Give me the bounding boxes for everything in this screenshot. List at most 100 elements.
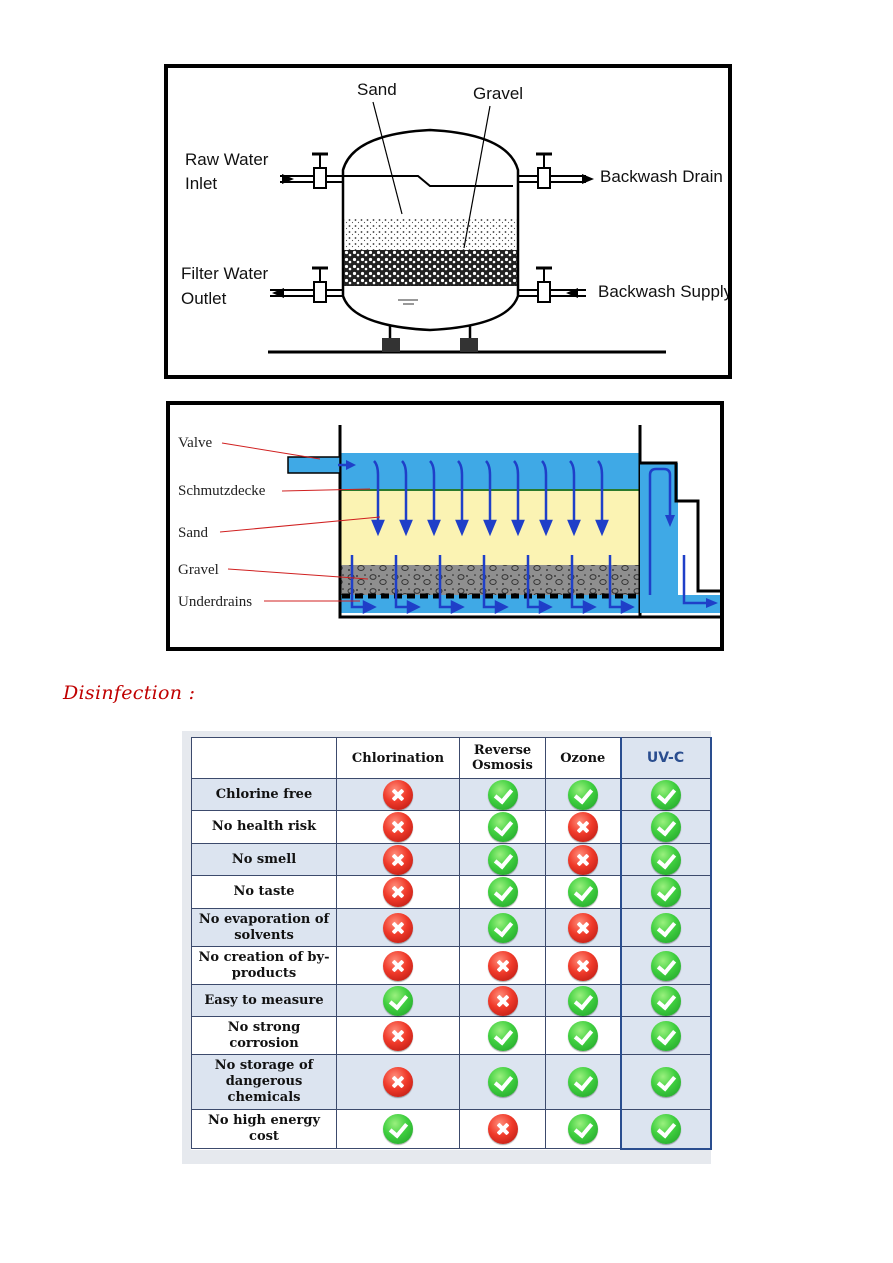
green-check-icon: [650, 812, 681, 842]
comparison-table-container: Chlorination Reverse Osmosis Ozone UV-C …: [182, 731, 712, 1164]
table-cell: [545, 984, 621, 1017]
table-cell: [619, 1054, 712, 1110]
row-label: No health risk: [191, 810, 337, 844]
green-check-icon: [650, 1020, 681, 1051]
green-check-icon: [487, 1067, 518, 1097]
header-empty: [191, 737, 337, 779]
table-row: No smell: [191, 843, 712, 876]
table-cell: [545, 908, 621, 947]
row-label: No taste: [191, 875, 337, 909]
table-cell: [619, 1016, 712, 1055]
table-cell: [336, 1109, 460, 1149]
table-cell: [459, 946, 546, 985]
table-cell: [545, 1109, 621, 1149]
table-cell: [619, 875, 712, 909]
table-cell: [336, 946, 460, 985]
table-row: No evaporation of solvents: [191, 908, 712, 947]
table-header-row: Chlorination Reverse Osmosis Ozone UV-C: [191, 737, 712, 779]
row-label: No high energy cost: [191, 1109, 337, 1149]
pressure-filter-diagram: Sand Gravel Raw Water Inlet Backwash Dra…: [164, 64, 732, 379]
green-check-icon: [487, 912, 518, 943]
label-filter-water-outlet: Outlet: [181, 289, 227, 308]
green-check-icon: [567, 985, 598, 1016]
table-row: Chlorine free: [191, 778, 712, 811]
red-cross-icon: [567, 950, 598, 981]
green-check-icon: [650, 844, 681, 875]
table-row: Easy to measure: [191, 984, 712, 1017]
table-cell: [545, 875, 621, 909]
red-cross-icon: [383, 779, 413, 810]
table-cell: [619, 946, 712, 985]
label-raw-water-inlet: Inlet: [185, 174, 217, 193]
green-check-icon: [650, 912, 681, 943]
label-valve: Valve: [178, 435, 212, 451]
red-cross-icon: [567, 912, 598, 943]
table-cell: [336, 984, 460, 1017]
label-gravel: Gravel: [178, 562, 219, 578]
table-row: No taste: [191, 875, 712, 909]
row-label: No strong corrosion: [191, 1016, 337, 1055]
green-check-icon: [650, 877, 681, 907]
green-check-icon: [650, 950, 681, 981]
green-check-icon: [487, 812, 518, 842]
green-check-icon: [487, 1020, 518, 1051]
header-reverse-osmosis: Reverse Osmosis: [459, 737, 546, 779]
table-cell: [619, 810, 712, 844]
table-cell: [336, 778, 460, 811]
table-cell: [459, 1054, 546, 1110]
row-label: Easy to measure: [191, 984, 337, 1017]
red-cross-icon: [487, 985, 518, 1016]
table-cell: [459, 875, 546, 909]
row-label: No smell: [191, 843, 337, 876]
table-row: No strong corrosion: [191, 1016, 712, 1055]
green-check-icon: [567, 779, 598, 810]
label-sand: Sand: [357, 80, 397, 99]
table-cell: [545, 1016, 621, 1055]
table-cell: [336, 908, 460, 947]
label-sand: Sand: [178, 525, 209, 541]
red-cross-icon: [383, 844, 413, 875]
table-cell: [545, 778, 621, 811]
label-backwash-drain: Backwash Drain: [600, 167, 723, 186]
row-label: No evaporation of solvents: [191, 908, 337, 947]
header-ozone: Ozone: [545, 737, 621, 779]
table-cell: [459, 1109, 546, 1149]
green-check-icon: [650, 985, 681, 1016]
row-label: No creation of by-products: [191, 946, 337, 985]
green-check-icon: [383, 1114, 413, 1144]
green-check-icon: [567, 877, 598, 907]
table-cell: [619, 1109, 712, 1150]
green-check-icon: [650, 779, 681, 810]
table-row: No health risk: [191, 810, 712, 844]
red-cross-icon: [383, 912, 413, 943]
table-cell: [336, 1016, 460, 1055]
green-check-icon: [567, 1067, 598, 1097]
red-cross-icon: [487, 1114, 518, 1144]
slow-sand-filter-diagram: Valve Schmutzdecke Sand Gravel Underdrai…: [166, 401, 724, 651]
label-underdrains: Underdrains: [178, 594, 252, 610]
red-cross-icon: [567, 844, 598, 875]
red-cross-icon: [383, 877, 413, 907]
table-cell: [545, 810, 621, 844]
label-filter-water: Filter Water: [181, 264, 269, 283]
label-raw-water: Raw Water: [185, 150, 269, 169]
table-cell: [336, 875, 460, 909]
table-row: No high energy cost: [191, 1109, 712, 1150]
red-cross-icon: [567, 812, 598, 842]
table-cell: [459, 1016, 546, 1055]
red-cross-icon: [383, 1067, 413, 1097]
table-cell: [545, 843, 621, 876]
table-cell: [336, 843, 460, 876]
table-cell: [459, 778, 546, 811]
table-cell: [336, 1054, 460, 1110]
red-cross-icon: [383, 950, 413, 981]
red-cross-icon: [383, 1020, 413, 1051]
header-chlorination: Chlorination: [336, 737, 460, 779]
row-label: Chlorine free: [191, 778, 337, 811]
label-gravel: Gravel: [473, 84, 523, 103]
green-check-icon: [650, 1113, 681, 1144]
table-cell: [619, 908, 712, 947]
table-cell: [459, 984, 546, 1017]
table-cell: [459, 908, 546, 947]
